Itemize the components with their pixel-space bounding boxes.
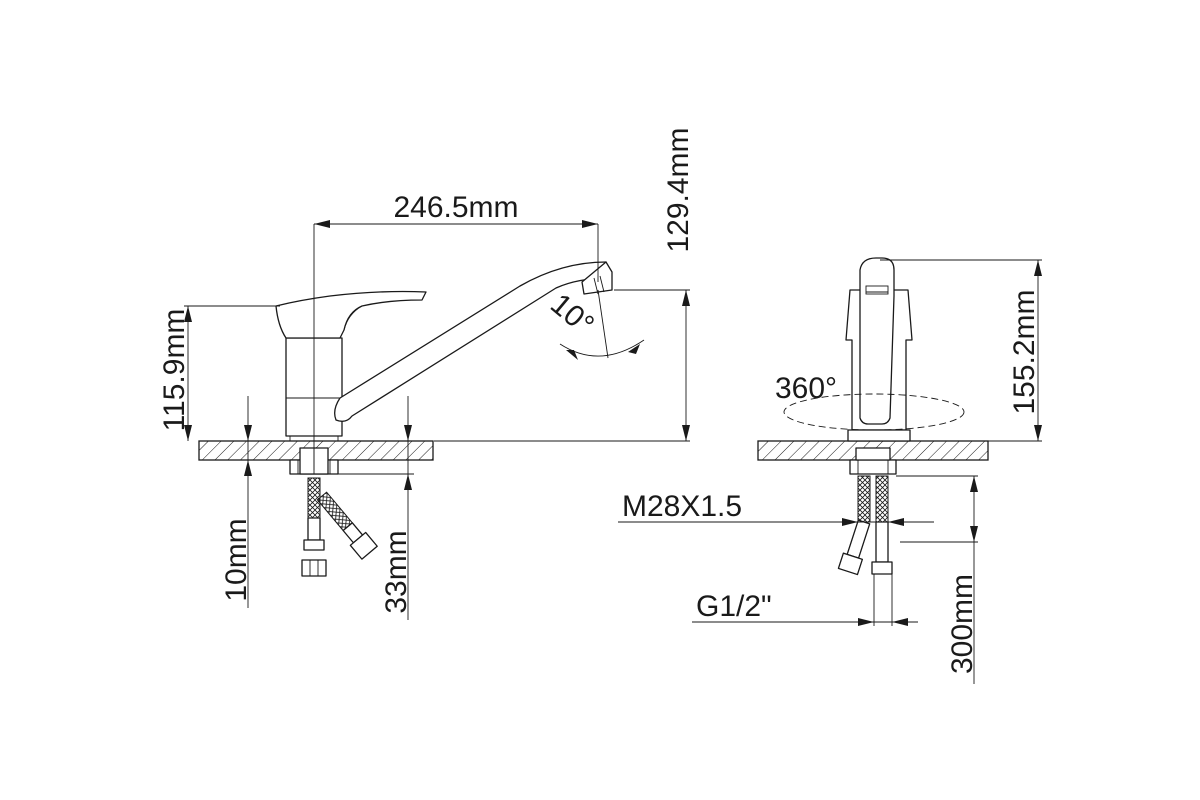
front-spout <box>859 257 895 425</box>
side-hose-2 <box>316 491 378 560</box>
label-hose-length: 300mm <box>946 574 979 674</box>
side-hose-1 <box>307 477 321 519</box>
label-total-height: 155.2mm <box>1008 289 1041 414</box>
front-view: 360° 155.2mm M28X1.5 G1 <box>618 257 1042 684</box>
label-swivel-angle: 10° <box>544 287 600 341</box>
side-spout <box>334 261 611 422</box>
front-rotation-ellipse <box>783 393 965 431</box>
label-spout-reach: 246.5mm <box>393 191 518 224</box>
label-hose-thread: G1/2" <box>696 590 772 623</box>
label-shank-thread: M28X1.5 <box>622 490 742 523</box>
side-lever-handle <box>275 290 427 339</box>
label-below-deck: 33mm <box>380 530 413 613</box>
label-body-height: 115.9mm <box>158 309 191 432</box>
label-rotation: 360° <box>775 372 837 405</box>
label-spout-height: 129.4mm <box>662 127 695 252</box>
front-hose-2 <box>875 475 889 523</box>
front-mounting-nut <box>849 459 897 475</box>
side-view: 246.5mm 129.4mm 115.9mm 10° 10mm 33mm <box>158 127 695 620</box>
label-counter-thickness: 10mm <box>220 518 253 601</box>
front-hose-1 <box>857 475 871 523</box>
